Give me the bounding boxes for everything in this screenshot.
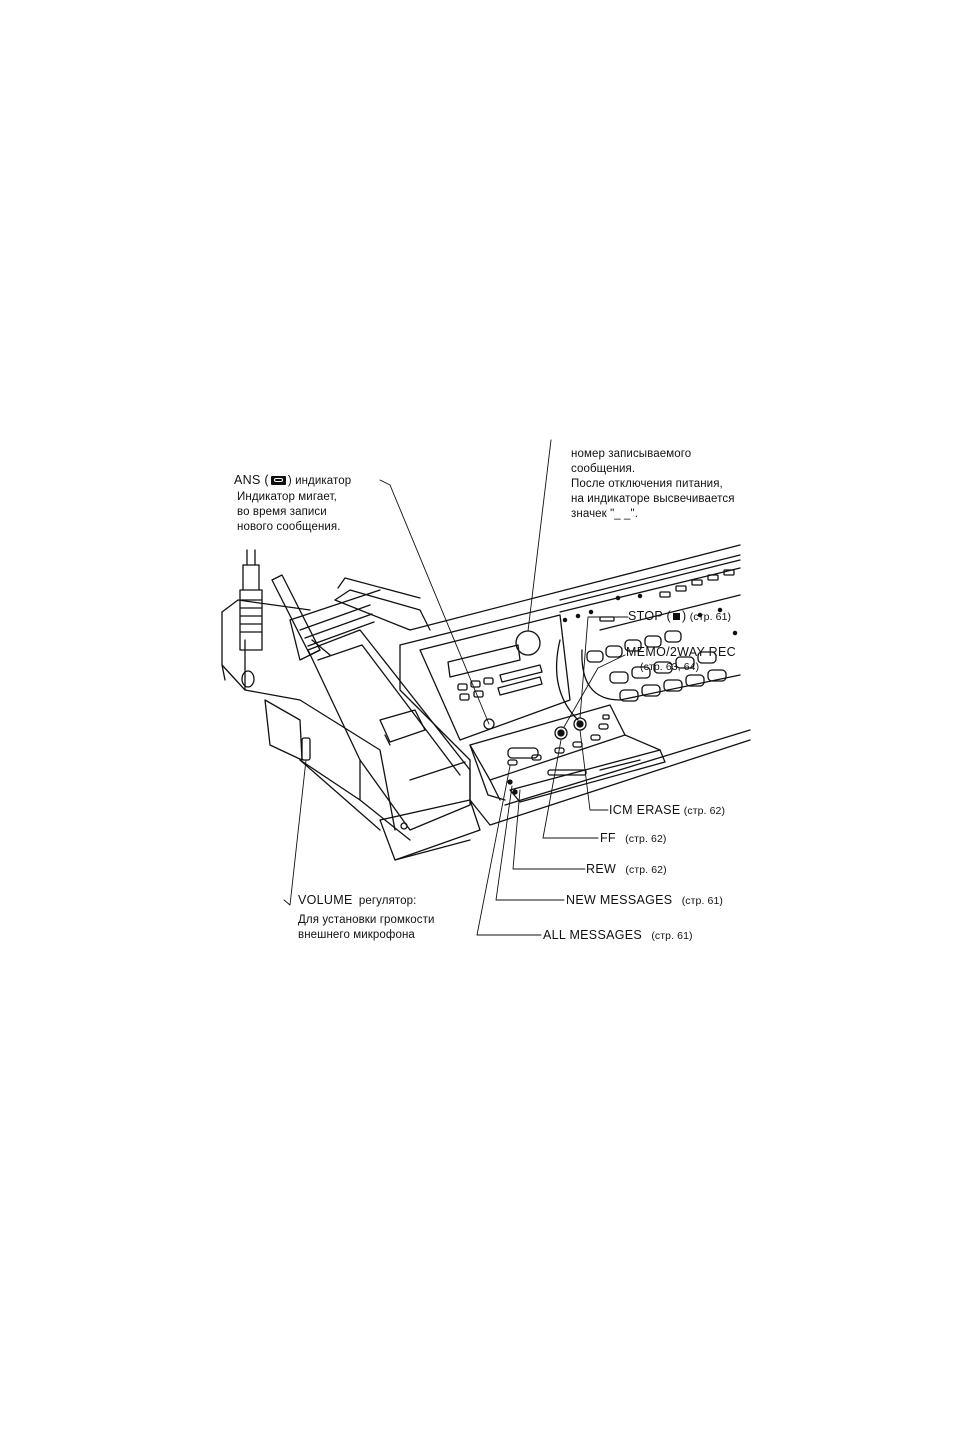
rew-page-ref: (стр. 62): [625, 864, 667, 876]
stop-square-icon: [673, 613, 681, 620]
volume-desc-line: внешнего микрофона: [298, 929, 415, 941]
rew-text: REW: [586, 862, 617, 876]
new-messages-label: NEW MESSAGES (стр. 61): [566, 893, 723, 909]
display-callout-circle: [515, 630, 541, 656]
counter-desc-line: значек "_ _".: [571, 508, 639, 520]
counter-desc-line: на индикаторе высвечивается: [571, 493, 735, 505]
new-messages-text: NEW MESSAGES: [566, 893, 673, 907]
icm-erase-text: ICM ERASE: [609, 803, 681, 817]
stop-label-suffix: ): [682, 609, 687, 623]
counter-desc-line: номер записываемого: [571, 448, 692, 460]
stop-page-ref: (стр. 61): [689, 611, 732, 623]
volume-desc: Для установки громкости внешнего микрофо…: [298, 913, 435, 943]
volume-text: VOLUME: [298, 893, 353, 907]
memo-page-ref: (стр. 63, 64): [640, 661, 700, 673]
memo-label-text: MEMO/2WAY REC: [626, 645, 736, 659]
memo-label: MEMO/2WAY REC (стр. 63, 64): [626, 645, 736, 675]
rew-label: REW (стр. 62): [586, 862, 667, 878]
icm-erase-label: ICM ERASE (стр. 62): [609, 803, 725, 819]
ff-page-ref: (стр. 62): [625, 833, 667, 845]
all-messages-page-ref: (стр. 61): [651, 930, 693, 942]
volume-suffix: регулятор:: [358, 895, 417, 907]
stop-label-prefix: STOP (: [628, 609, 672, 623]
stop-label: STOP () (стр. 61): [628, 609, 731, 625]
ans-desc-line: нового сообщения.: [237, 521, 341, 533]
icm-erase-page-ref: (стр. 62): [683, 805, 726, 817]
all-messages-text: ALL MESSAGES: [543, 928, 643, 942]
ans-label-suffix: ) индикатор: [287, 475, 352, 487]
counter-desc-line: сообщения.: [571, 463, 636, 475]
ans-indicator-desc: Индикатор мигает, во время записи нового…: [237, 490, 341, 535]
ans-indicator-label: ANS ( ) индикатор: [234, 473, 351, 489]
counter-desc: номер записываемого сообщения. После отк…: [571, 447, 735, 522]
ans-desc-line: во время записи: [237, 506, 327, 518]
ans-label-prefix: ANS (: [234, 473, 269, 487]
cassette-tape-icon: [270, 476, 286, 485]
volume-label: VOLUME регулятор:: [298, 893, 416, 909]
counter-desc-line: После отключения питания,: [571, 478, 723, 490]
volume-desc-line: Для установки громкости: [298, 914, 435, 926]
new-messages-page-ref: (стр. 61): [681, 895, 724, 907]
all-messages-label: ALL MESSAGES (стр. 61): [543, 928, 693, 944]
ff-label: FF (стр. 62): [600, 831, 666, 847]
ff-text: FF: [600, 831, 616, 845]
ans-desc-line: Индикатор мигает,: [237, 491, 337, 503]
